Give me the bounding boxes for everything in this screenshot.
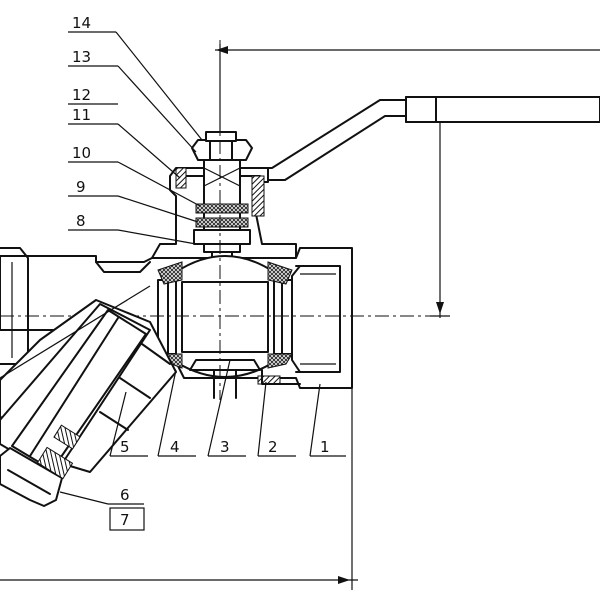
part-label-1: 1: [320, 438, 330, 456]
valve-body: [0, 40, 444, 400]
part-label-2: 2: [268, 438, 278, 456]
part-labels: 14 13 12 11 10 9 8 5 4 3 2 1 6 7: [72, 14, 330, 529]
part-label-13: 13: [72, 48, 91, 66]
part-label-12: 12: [72, 86, 91, 104]
part-label-5: 5: [120, 438, 130, 456]
part-label-4: 4: [170, 438, 180, 456]
leader-lines: [59, 31, 346, 531]
part-label-14: 14: [72, 14, 91, 32]
part-label-3: 3: [220, 438, 230, 456]
strainer-branch: [0, 285, 177, 507]
part-label-11: 11: [72, 106, 91, 124]
part-label-9: 9: [76, 178, 86, 196]
part-label-6: 6: [120, 486, 130, 504]
part-label-7: 7: [120, 511, 130, 529]
handle: [239, 96, 600, 181]
part-label-8: 8: [76, 212, 86, 230]
part-label-10: 10: [72, 144, 91, 162]
stem-assembly: [151, 131, 297, 269]
